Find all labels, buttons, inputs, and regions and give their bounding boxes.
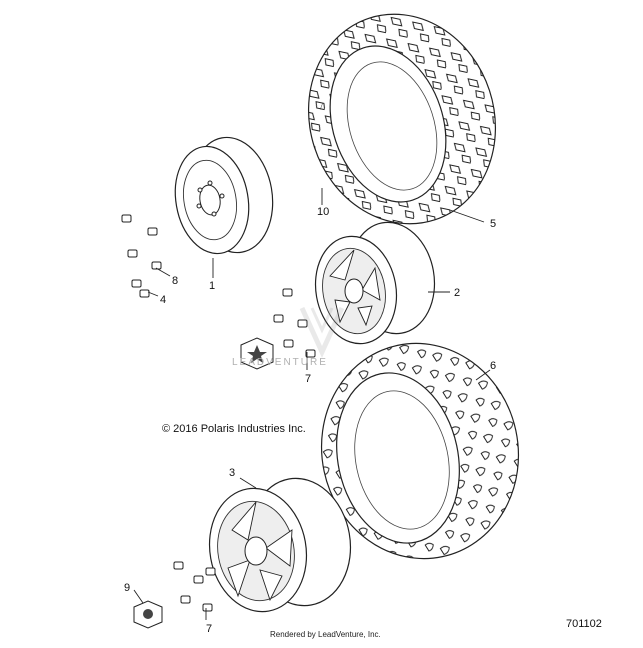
- lug-nuts-upper: [121, 214, 162, 298]
- callout-1: 1: [209, 280, 215, 292]
- callout-10: 10: [317, 206, 329, 218]
- rendered-by-credit: Rendered by LeadVenture, Inc.: [270, 630, 381, 639]
- callout-2: 2: [454, 287, 460, 299]
- watermark-text: LEADVENTURE: [232, 357, 328, 368]
- wheel-aluminum-front: [314, 221, 436, 345]
- svg-text:—: —: [317, 102, 326, 111]
- copyright-notice: © 2016 Polaris Industries Inc.: [162, 423, 306, 435]
- drawing-number: 701102: [566, 618, 602, 630]
- wheel-steel: [174, 136, 274, 255]
- callout-3: 3: [229, 467, 235, 479]
- center-cap-upper: [240, 337, 274, 370]
- leader-lines: [133, 188, 491, 620]
- center-cap-lower: [133, 600, 163, 629]
- lug-nuts-middle: [273, 288, 316, 358]
- callout-5: 5: [490, 218, 496, 230]
- callout-4: 4: [160, 294, 166, 306]
- callout-9: 9: [124, 582, 130, 594]
- callout-7b: 7: [206, 623, 212, 635]
- leadventure-logo-icon: [299, 306, 345, 359]
- callout-6: 6: [490, 360, 496, 372]
- callout-8: 8: [172, 275, 178, 287]
- callout-7a: 7: [305, 373, 311, 385]
- tire-lower: [320, 342, 520, 560]
- wheel-aluminum-rear: [208, 477, 352, 613]
- tire-upper: —: [307, 13, 497, 225]
- lug-nuts-lower: [173, 561, 216, 612]
